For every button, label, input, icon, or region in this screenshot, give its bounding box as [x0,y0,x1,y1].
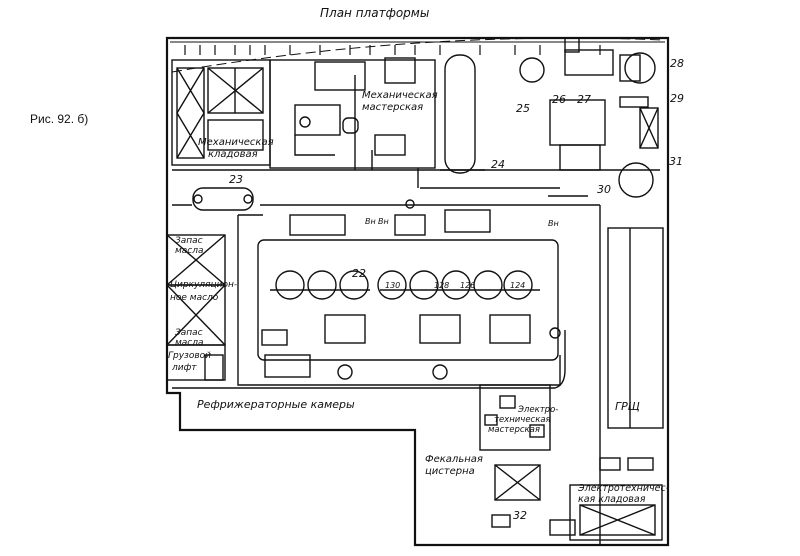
circ-oil-label-2: ное масло [170,293,219,303]
mech-store-label-1: Механическая [198,137,274,148]
plan-title: План платформы [320,6,429,20]
callout-27: 27 [577,93,591,106]
engine-num-128: 128 [434,281,449,290]
mech-shop-label-1: Механическая [362,90,438,101]
engine-num-124: 124 [510,281,525,290]
vn-label-3: Вн [548,219,559,228]
elec-workshop [479,384,551,451]
elec-store [549,457,663,541]
fecal-tank-label-1: Фекальная [425,454,483,465]
hull-outline [165,36,670,547]
oil-supply-top-label-2: масла [175,246,204,256]
engine-room [237,199,561,386]
engine-num-130: 130 [385,281,400,290]
mech-workshop [269,57,436,170]
machinery-25-29 [519,37,659,198]
unit-32 [491,514,511,528]
mech-shop-label-2: мастерская [362,102,423,113]
elec-store-label-2: кая кладовая [578,494,646,505]
vn-label-2: Вн [378,217,389,226]
refrigeration-wall [172,330,566,389]
oil-supply-top-label-1: Запас [175,236,203,246]
fecal-tank-label-2: цистерна [425,466,475,477]
callout-23: 23 [229,173,243,186]
elec-shop-label-2: техническая [494,415,551,425]
callout-24: 24 [491,158,505,171]
callout-29: 29 [670,92,684,105]
vn-label-1: Вн [365,217,376,226]
tank-23 [192,187,254,211]
oil-supply-bottom-label-1: Запас [175,328,203,338]
grshch-label: ГРЩ [615,400,640,413]
callout-31: 31 [669,155,683,168]
figure-caption: Рис. 92. б) [30,112,89,126]
callout-26: 26 [552,93,566,106]
corridor-walls-2 [417,168,560,189]
frame-ticks [184,45,601,55]
cargo-lift-label-2: лифт [171,363,197,373]
elec-shop-label-3: мастерская [488,425,540,435]
callout-28: 28 [670,57,684,70]
corridor-walls [172,169,660,545]
circ-oil-label-1: Циркуляцион- [170,280,237,290]
callout-25: 25 [516,102,530,115]
elec-store-label-1: Электротехничес- [577,483,670,494]
oil-supply-bottom-label-2: масла [175,338,204,348]
cargo-lift-label-1: Грузовой [168,351,211,361]
fecal-tank [494,464,541,501]
refrigeration-label: Рефрижераторные камеры [197,398,355,411]
elec-shop-label-1: Электро- [517,405,558,415]
callout-32: 32 [513,509,527,522]
callout-30: 30 [597,183,611,196]
mech-store-label-2: кладовая [208,149,258,160]
tank-24 [440,54,485,174]
main-switchboard [607,227,664,429]
engine-num-126: 126 [460,281,475,290]
callout-22: 22 [352,267,366,280]
oil-tanks [166,234,226,381]
